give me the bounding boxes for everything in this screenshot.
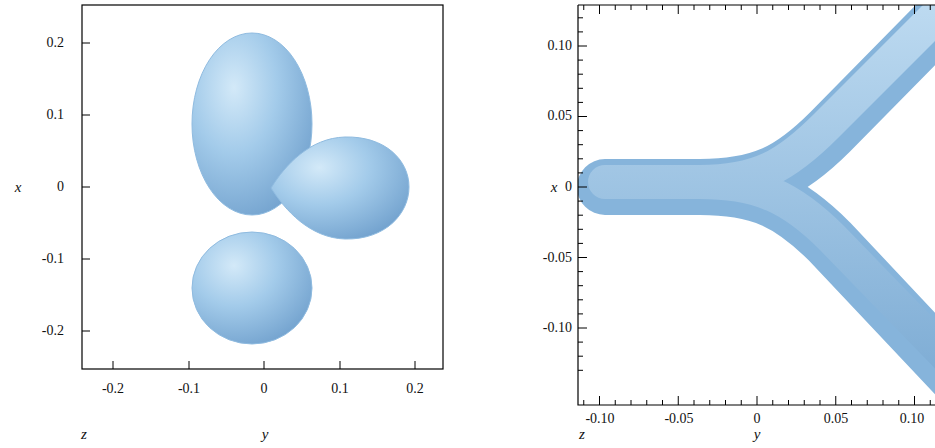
tick-label: 0 [261,382,268,396]
tick-label: -0.10 [543,321,572,335]
tick-label: 0.10 [548,39,573,53]
tick-label: 0.10 [900,412,925,426]
tick-label: -0.1 [178,382,200,396]
tick-label: 0.05 [548,109,573,123]
isosurface [605,5,935,380]
isosurface [192,33,409,344]
tick-label: 0.1 [47,108,65,122]
axis-label: x [15,180,22,195]
tick-label: 0 [754,412,761,426]
axis-label: z [81,427,87,442]
tick-label: -0.10 [585,412,614,426]
tick-label: 0 [565,180,572,194]
tick-label: -0.1 [42,252,64,266]
axis-label: y [262,427,269,442]
tick-label: -0.2 [42,324,64,338]
tick-label: -0.05 [664,412,693,426]
tick-label: 0 [57,180,64,194]
axis-label: z [579,427,585,442]
axis-label: y [754,427,761,442]
tick-label: 0.2 [47,36,65,50]
tick-label: -0.05 [543,251,572,265]
tick-label: 0.1 [331,382,349,396]
tick-label: -0.2 [102,382,124,396]
axis-label: x [551,180,558,195]
tick-label: 0.2 [406,382,424,396]
tick-label: 0.05 [824,412,849,426]
